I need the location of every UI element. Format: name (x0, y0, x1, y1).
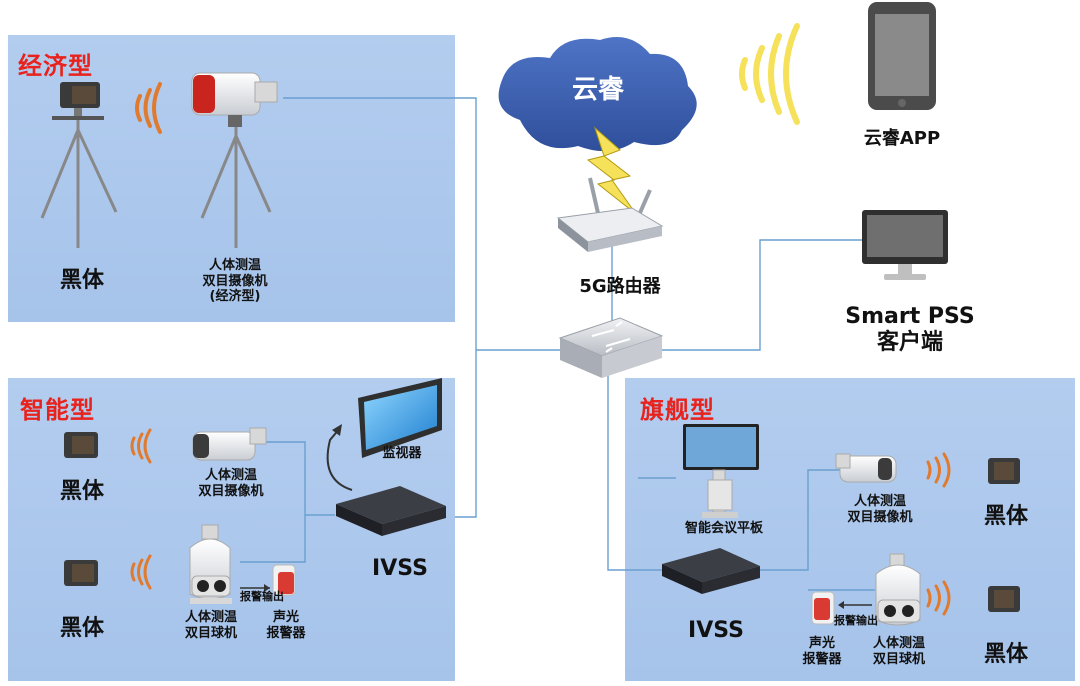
flagship-title: 旗舰型 (640, 396, 715, 424)
cloud-label: 云睿 (571, 75, 624, 105)
smart-camera-label: 人体测温 双目摄像机 (198, 468, 264, 499)
smart-alarm-label: 声光 报警器 (266, 610, 306, 641)
flagship-blackbody-2-label: 黑体 (983, 642, 1028, 667)
smart-alarm-output-label: 报警输出 (240, 590, 284, 603)
smart-blackbody-1-label: 黑体 (59, 479, 104, 504)
economy-blackbody-label: 黑体 (59, 268, 104, 293)
smart-ivss-label: IVSS (372, 556, 428, 581)
flagship-alarm-label: 声光 报警器 (802, 636, 842, 667)
monitor-label: 监视器 (382, 446, 422, 461)
pc-client-label: Smart PSS 客户端 (845, 304, 975, 356)
switch-icon (558, 317, 664, 378)
lightning-icon (586, 126, 637, 215)
phone-icon (868, 2, 936, 110)
flagship-dome-label: 人体测温 双目球机 (872, 636, 925, 667)
pc-monitor-icon (862, 210, 948, 280)
flagship-ivss-label: IVSS (688, 618, 744, 643)
phone-waves-icon (739, 23, 800, 125)
flagship-alarm-output-label: 报警输出 (834, 614, 878, 627)
smart-title: 智能型 (20, 396, 95, 424)
smart-blackbody-2-label: 黑体 (59, 616, 104, 641)
smart-dome-label: 人体测温 双目球机 (184, 610, 237, 641)
router-label: 5G路由器 (579, 276, 661, 297)
meeting-tablet-label: 智能会议平板 (684, 521, 763, 536)
phone-app-label: 云睿APP (863, 128, 941, 149)
router-icon (556, 177, 664, 252)
economy-camera-label: 人体测温 双目摄像机 (经济型) (202, 258, 268, 305)
flagship-blackbody-1-label: 黑体 (983, 504, 1028, 529)
flagship-camera-label: 人体测温 双目摄像机 (847, 494, 913, 525)
economy-title: 经济型 (18, 52, 93, 80)
